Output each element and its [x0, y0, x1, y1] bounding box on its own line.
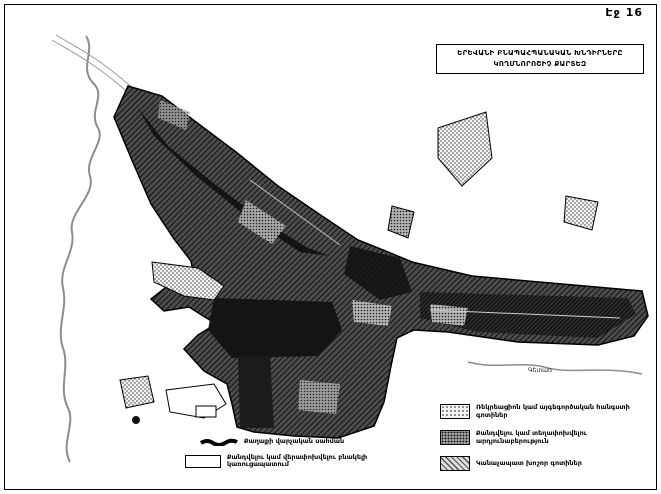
boundary-line-swatch — [200, 438, 238, 446]
dense-built-junction — [344, 246, 412, 300]
legend-item-outlined-housing: Քանդվելու կամ վերափոխվելու բնակելի կառու… — [185, 453, 412, 469]
outlined-housing-block — [195, 405, 217, 418]
industrial-patch-5 — [158, 100, 190, 130]
river-southeast — [467, 361, 643, 375]
small-dark-blob — [132, 416, 140, 424]
legend-item-recreation-zones: Ռեկրեացիոն կամ այգեգործական հանգստի գոտի… — [440, 404, 661, 419]
dense-built-east-arm — [420, 292, 636, 338]
legend-item-city-boundary: Քաղաքի վարչական սահման — [200, 438, 344, 446]
road-ne — [249, 179, 341, 246]
legend-label: Կանաչապատ խոշոր գոտիներ — [476, 458, 582, 467]
detached-zone-southwest — [119, 375, 155, 409]
legend-label: Քաղաքի վարչական սահման — [244, 437, 345, 446]
detached-zone-right — [563, 195, 599, 231]
detached-zone-mid — [387, 205, 415, 239]
industrial-patch-1 — [238, 200, 286, 244]
stipple-light-swatch — [440, 404, 470, 419]
legend-label: Քանդվելու կամ վերափոխվելու բնակելի կառու… — [227, 453, 368, 469]
map-title-box: ԵՐԵՎԱՆԻ ԲՆԱՊԱՀՊԱՆԱԿԱՆ ԽՆԴԻՐՆԵՐԸ ԿՈՂՄՆՈՐՈ… — [436, 44, 644, 74]
legend-label: Ռեկրեացիոն կամ այգեգործական հանգստի գոտի… — [476, 403, 630, 419]
industrial-patch-2 — [352, 300, 392, 326]
map-title-line2: ԿՈՂՄՆՈՐՈՇԻՉ ՔԱՐՏԵԶ — [493, 59, 587, 68]
page-number: Էջ 16 — [605, 6, 643, 19]
legend-label: Քանդվելու կամ տեղափոխվելու արդյունաբերու… — [476, 429, 587, 445]
road-east — [429, 309, 621, 319]
river-label: Գետառ — [528, 367, 552, 374]
river-west — [59, 35, 101, 463]
diagonal-hatch-swatch — [440, 456, 470, 471]
industrial-patch-3 — [430, 304, 468, 326]
stipple-dark-swatch — [440, 430, 470, 445]
detached-zone-west-arm — [151, 261, 225, 301]
legend-item-industry-relocation: Քանդվելու կամ տեղափոխվելու արդյունաբերու… — [440, 430, 661, 445]
dense-built-south-strip — [238, 356, 274, 428]
dense-built-center — [208, 298, 342, 358]
industrial-patch-4 — [298, 380, 340, 414]
legend-item-green-zones: Կանաչապատ խոշոր գոտիներ — [440, 456, 582, 471]
detached-zone-topright — [437, 111, 493, 187]
map-title-line1: ԵՐԵՎԱՆԻ ԲՆԱՊԱՀՊԱՆԱԿԱՆ ԽՆԴԻՐՆԵՐԸ — [457, 49, 623, 57]
outlined-area-swatch — [185, 454, 221, 468]
